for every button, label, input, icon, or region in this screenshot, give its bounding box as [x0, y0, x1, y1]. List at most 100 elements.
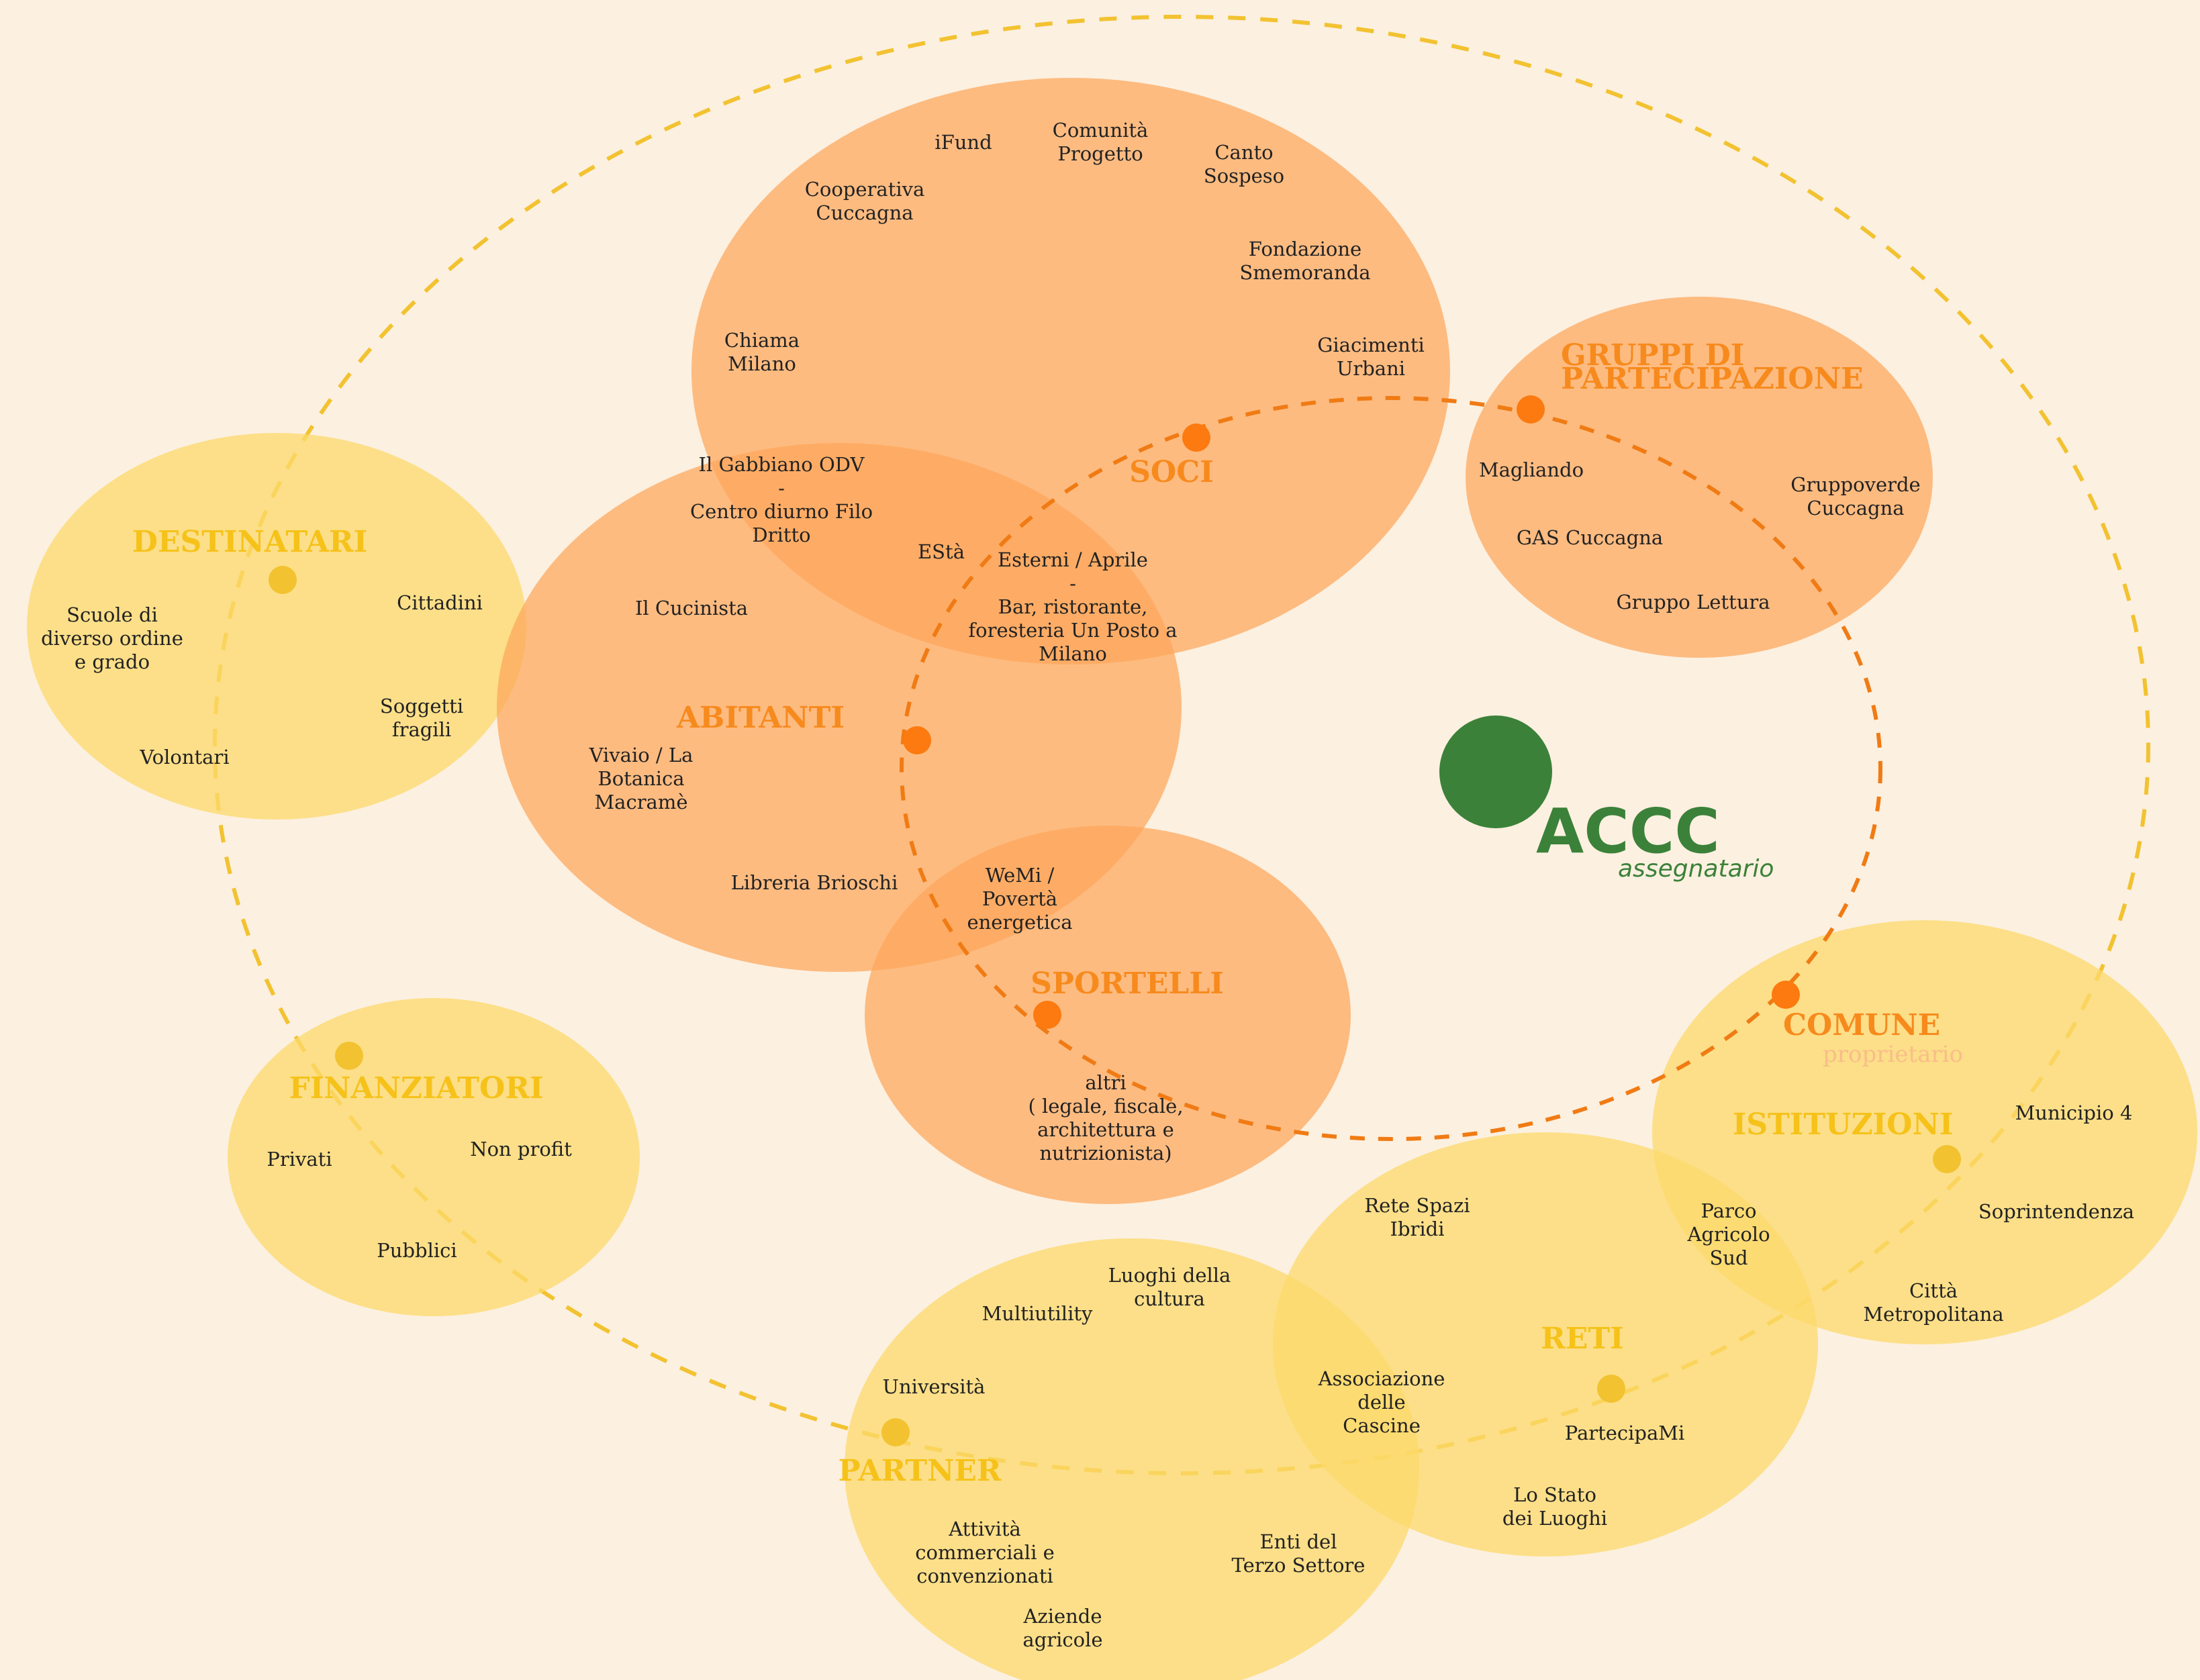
- reti-heading: RETI: [1541, 1322, 1623, 1356]
- yellow-group-shapes: [27, 433, 2197, 1680]
- destinatari-ellipse: [27, 433, 526, 820]
- item-line: Rete Spazi: [1364, 1194, 1470, 1217]
- item-line: nutrizionista): [1039, 1142, 1171, 1165]
- item-line: Non profit: [470, 1138, 572, 1160]
- istituzioni-item: Municipio 4: [2015, 1101, 2133, 1124]
- item-line: Scuole di: [66, 603, 158, 626]
- item-line: Giacimenti: [1317, 334, 1425, 356]
- gruppi-item: Magliando: [1479, 458, 1584, 481]
- item-line: Enti del: [1260, 1530, 1337, 1553]
- abitanti-item: Il Cucinista: [635, 597, 748, 620]
- finanziatori-heading: FINANZIATORI: [289, 1071, 543, 1105]
- item-line: Botanica: [597, 767, 684, 790]
- item-line: Smemoranda: [1239, 261, 1370, 284]
- item-line: Cooperativa: [805, 178, 925, 201]
- item-line: e grado: [75, 650, 150, 673]
- item-line: energetica: [967, 911, 1072, 934]
- shared-item: EStà: [918, 540, 965, 563]
- item-line: iFund: [935, 131, 992, 154]
- reti-item: PartecipaMi: [1565, 1422, 1685, 1444]
- destinatari-item: Volontari: [139, 746, 229, 769]
- item-line: Cascine: [1343, 1414, 1421, 1437]
- abitanti-dot: [903, 726, 931, 754]
- item-line: Luoghi della: [1108, 1264, 1231, 1287]
- item-line: Bar, ristorante,: [998, 595, 1148, 618]
- item-line: Associazione: [1318, 1367, 1445, 1390]
- item-line: Milano: [1039, 642, 1107, 665]
- istituzioni-item: Soprintendenza: [1978, 1200, 2134, 1223]
- item-line: Università: [883, 1375, 986, 1398]
- inner-ring: [900, 396, 1882, 1141]
- gruppi-item: GAS Cuccagna: [1517, 526, 1663, 549]
- item-line: Magliando: [1479, 458, 1584, 481]
- item-line: diverso ordine: [41, 627, 183, 650]
- item-line: Volontari: [139, 746, 229, 769]
- item-line: WeMi /: [986, 864, 1055, 887]
- item-line: Attività: [948, 1518, 1021, 1540]
- item-line: dei Luoghi: [1502, 1507, 1607, 1530]
- item-line: Gruppoverde: [1790, 473, 1920, 496]
- istituzioni-heading: ISTITUZIONI: [1733, 1107, 1954, 1142]
- comune-heading: COMUNE: [1783, 1008, 1940, 1042]
- item-line: architettura e: [1037, 1118, 1174, 1141]
- gruppi-heading-line2: PARTECIPAZIONE: [1561, 362, 1864, 396]
- item-line: Cuccagna: [1807, 497, 1904, 520]
- item-line: foresteria Un Posto a: [968, 619, 1177, 642]
- destinatari-heading: DESTINATARI: [132, 525, 367, 559]
- item-line: Povertà: [982, 887, 1057, 910]
- partner-item: Università: [883, 1375, 986, 1398]
- item-line: cultura: [1134, 1287, 1205, 1310]
- abitanti-heading: ABITANTI: [676, 701, 845, 735]
- item-line: Sud: [1709, 1246, 1748, 1269]
- inner-ring-dots: [903, 395, 1800, 1029]
- item-line: Parco: [1701, 1199, 1756, 1222]
- soci-item: iFund: [935, 131, 992, 154]
- item-line: convenzionati: [916, 1565, 1053, 1587]
- shared-item: Esterni / Aprile-Bar, ristorante,foreste…: [968, 548, 1177, 665]
- finanziatori-item: Non profit: [470, 1138, 572, 1160]
- finanziatori-item: Privati: [267, 1148, 332, 1171]
- soci-dot: [1182, 424, 1210, 452]
- item-line: Chiama: [724, 329, 800, 352]
- item-line: ( legale, fiscale,: [1028, 1095, 1183, 1118]
- istituzioni-dot: [1933, 1145, 1961, 1173]
- item-line: Macramè: [594, 791, 687, 813]
- partner-item: Multiutility: [982, 1302, 1093, 1325]
- finanziatori-item: Pubblici: [377, 1239, 457, 1262]
- item-line: Aziende: [1022, 1605, 1102, 1628]
- item-line: commerciali e: [915, 1541, 1054, 1564]
- item-line: fragili: [392, 718, 451, 741]
- abitanti-item: Libreria Brioschi: [731, 871, 898, 894]
- item-line: Progetto: [1057, 142, 1143, 165]
- item-line: Esterni / Aprile: [998, 548, 1148, 571]
- gruppi-dot: [1517, 395, 1545, 424]
- destinatari-dot: [269, 566, 297, 594]
- item-line: GAS Cuccagna: [1517, 526, 1663, 549]
- item-line: Gruppo Lettura: [1616, 591, 1770, 613]
- accc-logo-circle: [1439, 715, 1552, 828]
- item-line: Metropolitana: [1863, 1303, 2003, 1326]
- item-line: Vivaio / La: [589, 744, 694, 767]
- item-line: Centro diurno Filo: [690, 500, 873, 523]
- item-line: Libreria Brioschi: [731, 871, 898, 894]
- item-line: Urbani: [1337, 357, 1405, 380]
- soci-heading: SOCI: [1129, 455, 1214, 489]
- item-line: delle: [1357, 1391, 1405, 1414]
- item-line: Milano: [728, 352, 796, 375]
- item-line: Multiutility: [982, 1302, 1093, 1325]
- item-line: EStà: [918, 540, 965, 563]
